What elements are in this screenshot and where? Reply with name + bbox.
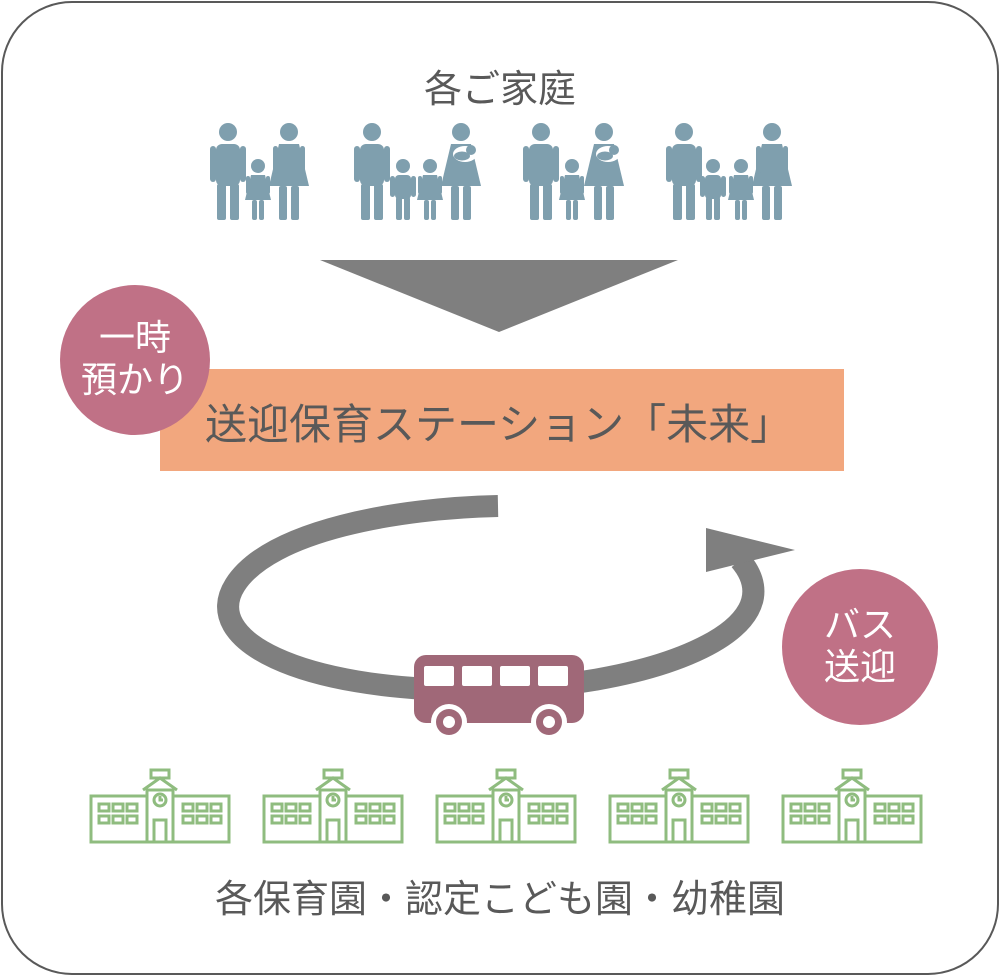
bus-service-line1: バス bbox=[823, 605, 896, 646]
cycle-arrow bbox=[217, 495, 795, 702]
temporary-care-line2: 預かり bbox=[80, 360, 189, 401]
down-arrow bbox=[320, 260, 678, 332]
temporary-care-line1: 一時 bbox=[98, 318, 171, 359]
bus-service-line2: 送迎 bbox=[823, 647, 896, 688]
bus-service-badge: バス 送迎 bbox=[782, 569, 938, 725]
station-label: 送迎保育ステーション「未来」 bbox=[205, 400, 793, 449]
facilities-label: 各保育園・認定こども園・幼稚園 bbox=[214, 877, 785, 921]
temporary-care-badge: 一時 預かり bbox=[60, 285, 210, 435]
families-label: 各ご家庭 bbox=[423, 67, 576, 111]
station-bar bbox=[160, 369, 844, 471]
bus-icon bbox=[414, 655, 584, 740]
